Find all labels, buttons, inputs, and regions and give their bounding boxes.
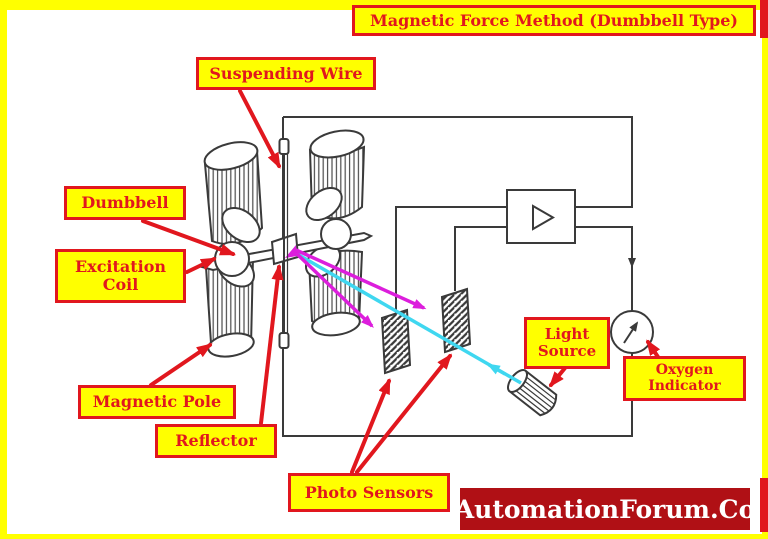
wire-clamp-bottom <box>278 332 290 349</box>
sensor-wire-left <box>395 206 507 313</box>
pointer-arrow-magnetic-pole <box>149 343 213 387</box>
pole-face <box>305 186 343 222</box>
pointer-arrow-suspending-wire <box>238 89 281 169</box>
feedback-wire-top <box>283 116 633 208</box>
magnetic-pole-top-right <box>305 129 366 222</box>
magnetic-pole-top-left <box>203 141 264 245</box>
photo-sensor-left <box>380 308 412 375</box>
callout-oxygen-indicator: Oxygen Indicator <box>623 356 746 401</box>
pointer-arrow-excitation-coil <box>185 257 217 274</box>
callout-magnetic-pole: Magnetic Pole <box>78 385 236 419</box>
pole-bottom <box>311 311 361 337</box>
diagram-title: Magnetic Force Method (Dumbbell Type) <box>352 5 756 36</box>
dumbbell-sphere-left-excitation-coil <box>214 241 250 277</box>
wire-clamp-top <box>278 138 290 155</box>
sensor-wire-right <box>454 226 507 291</box>
pole-top <box>309 129 365 159</box>
pole-face <box>221 207 261 243</box>
light-beam-incident <box>296 252 522 385</box>
indicator-wire <box>575 226 633 311</box>
pointer-arrow-photo-sensor-right <box>355 353 453 474</box>
light-beam-reflected-right <box>295 248 427 310</box>
pointer-arrow-reflector <box>259 263 284 425</box>
light-beams <box>294 248 522 385</box>
callout-dumbbell: Dumbbell <box>64 186 186 220</box>
magnetic-pole-bottom-left <box>204 252 255 358</box>
callout-photo-sensors: Photo Sensors <box>288 473 450 512</box>
cropped-border-fragment-bottom <box>760 478 768 532</box>
callout-suspending-wire: Suspending Wire <box>196 57 376 90</box>
amplifier-triangle-icon <box>532 204 556 231</box>
cropped-border-fragment-top <box>760 0 768 38</box>
pointer-arrow-photo-sensor-left <box>350 378 391 474</box>
callout-reflector: Reflector <box>155 424 277 458</box>
light-source-lamp <box>507 368 558 417</box>
suspending-wire-assembly <box>278 138 290 349</box>
callout-excitation-coil: Excitation Coil <box>55 249 186 303</box>
light-beam-reflected-left <box>294 251 374 328</box>
pointer-arrow-dumbbell <box>141 219 237 256</box>
pole-top <box>203 141 259 171</box>
dumbbell-sphere-right <box>320 218 352 250</box>
watermark-logo: AutomationForum.Co <box>455 488 755 530</box>
callout-light-source: Light Source <box>524 317 610 369</box>
photo-sensor-right <box>440 287 472 354</box>
incident-beam-arrowhead <box>486 363 506 376</box>
gauge-needle-icon <box>623 321 639 344</box>
pointer-arrows <box>141 89 662 474</box>
pointer-arrow-light-source <box>548 366 567 388</box>
amplifier-box <box>506 189 576 244</box>
